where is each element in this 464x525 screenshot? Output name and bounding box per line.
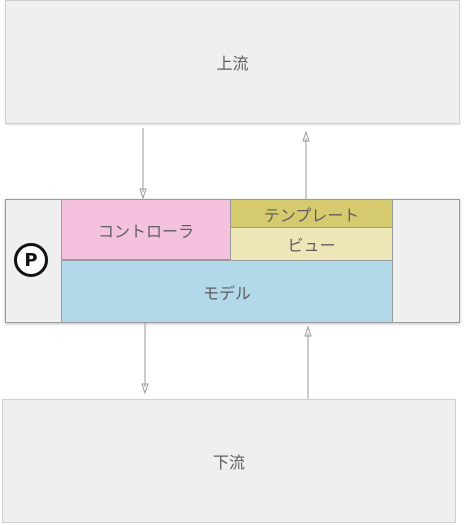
component-container: P コントローラ テンプレート ビュー モデル [5,199,460,323]
controller-label: コントローラ [97,221,194,241]
controller-block: コントローラ [61,200,231,260]
model-label: モデル [202,283,251,303]
model-block: モデル [61,260,393,322]
arrow-upstream-to-controller [139,128,147,200]
badge-letter: P [24,249,38,271]
arrow-downstream-to-model [304,325,312,399]
template-label: テンプレート [263,205,360,225]
upstream-label: 上流 [216,54,249,73]
template-block: テンプレート [230,200,393,228]
arrow-template-to-upstream [302,130,310,199]
upstream-box: 上流 [5,0,460,124]
downstream-label: 下流 [212,453,245,472]
downstream-box: 下流 [2,399,456,523]
arrow-model-to-downstream [141,323,149,395]
view-label: ビュー [287,236,336,255]
p-badge-icon: P [14,243,48,277]
view-block: ビュー [230,228,393,260]
